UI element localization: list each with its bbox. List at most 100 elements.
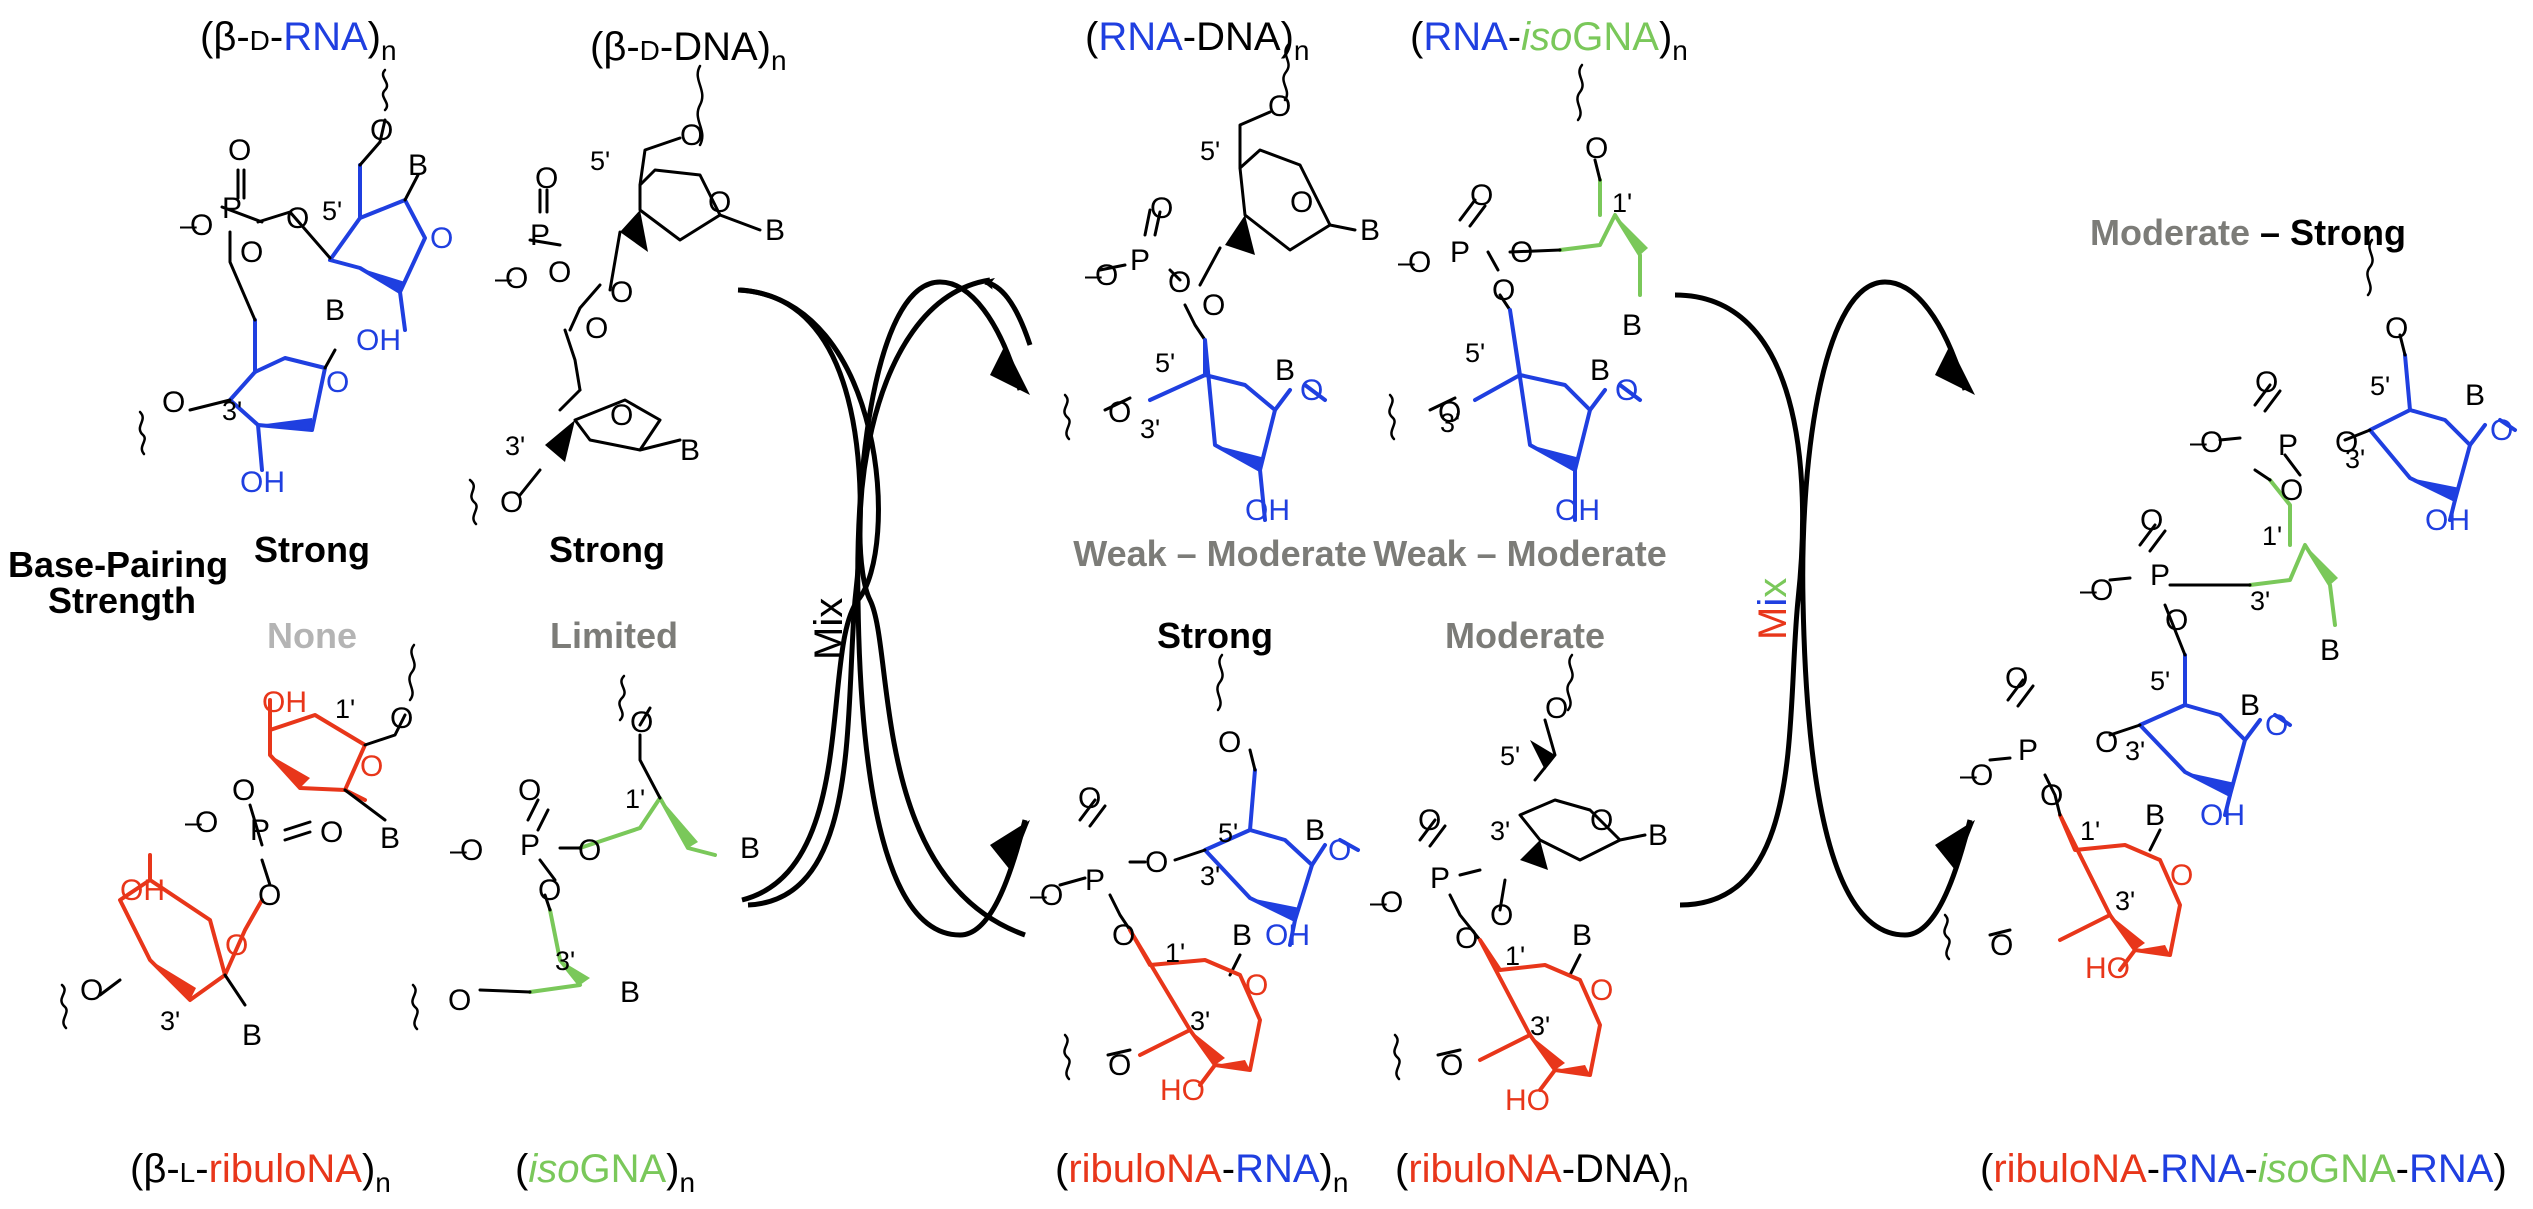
svg-text:OH: OH (1245, 494, 1290, 527)
svg-text:P: P (1430, 862, 1450, 895)
mix-arrow-left-paths (737, 279, 1028, 938)
svg-text:–: – (1960, 759, 1977, 792)
svg-text:O: O (1150, 192, 1173, 225)
svg-text:O: O (2095, 726, 2118, 759)
mix-label-left: Mix (807, 598, 851, 660)
svg-text:O: O (1202, 289, 1225, 322)
mix-left-arrowhead-top (990, 345, 1030, 395)
svg-text:O: O (1590, 974, 1613, 1007)
svg-text:B: B (1275, 354, 1295, 387)
svg-text:O: O (680, 119, 703, 152)
row-label-line1: Base-Pairing (8, 544, 228, 585)
row-label-line2: Strength (48, 580, 196, 621)
svg-text:–: – (450, 834, 467, 867)
svg-text:O: O (1510, 236, 1533, 269)
svg-text:1': 1' (2080, 816, 2100, 846)
svg-text:1': 1' (335, 694, 355, 724)
svg-text:OH: OH (2200, 799, 2245, 832)
svg-text:P: P (520, 829, 540, 862)
svg-text:–: – (2080, 574, 2097, 607)
title-rna-dna: (RNA-DNA)n (1085, 15, 1309, 66)
svg-text:–: – (1370, 886, 1387, 919)
svg-text:B: B (1305, 814, 1325, 847)
strength-rna: Strong (254, 529, 370, 570)
svg-text:O: O (225, 929, 248, 962)
svg-text:O: O (1490, 899, 1513, 932)
title-tetra-chimera: (ribuloNA-RNA-isoGNA-RNA) (1980, 1147, 2507, 1191)
svg-text:OH: OH (356, 324, 401, 357)
svg-text:O: O (1455, 922, 1478, 955)
mix-right-arrowhead-top (1935, 345, 1975, 395)
structure-rna-dna: O P – O O O O O B O B 5' 5' 3' O OH (1063, 43, 1380, 527)
strength-ribulona-rna: Strong (1157, 615, 1273, 656)
svg-text:O: O (1470, 179, 1493, 212)
mix-right-arrowhead-bottom (1935, 820, 1975, 870)
svg-text:O: O (505, 262, 528, 295)
svg-text:B: B (680, 434, 700, 467)
svg-text:B: B (2145, 799, 2165, 832)
structure-rna-isogna: O P – O O O O B O B 1' 5' 3' O OH (1388, 63, 1648, 527)
svg-text:O: O (1990, 929, 2013, 962)
strength-isogna: Limited (550, 615, 678, 656)
structure-ribulona-rna: O O P O – O O B B O 5' 3' 1' 3' O OH O H… (1030, 653, 1360, 1107)
svg-text:O: O (360, 750, 383, 783)
svg-text:P: P (2278, 429, 2298, 462)
svg-text:O: O (286, 202, 309, 235)
svg-text:O: O (518, 774, 541, 807)
svg-text:O: O (610, 399, 633, 432)
svg-text:O: O (195, 806, 218, 839)
svg-text:O: O (1492, 274, 1515, 307)
svg-text:B: B (325, 294, 345, 327)
svg-text:O: O (1408, 246, 1431, 279)
svg-text:O: O (1108, 1049, 1131, 1082)
svg-text:3': 3' (222, 396, 242, 426)
svg-text:B: B (740, 832, 760, 865)
svg-text:O: O (1290, 186, 1313, 219)
structure-dna-dimer: P O – O O O O O O B O B O 5' 3' (468, 64, 785, 526)
svg-text:B: B (1572, 919, 1592, 952)
svg-text:B: B (408, 149, 428, 182)
svg-text:–: – (1398, 246, 1415, 279)
svg-text:OH: OH (240, 466, 285, 499)
svg-text:O: O (2200, 426, 2223, 459)
svg-text:O: O (460, 834, 483, 867)
svg-text:P: P (2150, 559, 2170, 592)
svg-text:O: O (2090, 574, 2113, 607)
svg-text:O: O (1328, 834, 1351, 867)
structure-rna-dimer: P O – O O O O B B O 3' 5' O OH O OH (138, 68, 453, 499)
svg-text:O: O (1545, 692, 1568, 725)
svg-text:3': 3' (1200, 861, 1220, 891)
svg-text:–: – (2190, 426, 2207, 459)
svg-text:O: O (1218, 726, 1241, 759)
svg-text:O: O (370, 114, 393, 147)
svg-text:3': 3' (505, 431, 525, 461)
svg-text:B: B (620, 976, 640, 1009)
svg-text:O: O (630, 706, 653, 739)
svg-text:OH: OH (120, 874, 165, 907)
mix-arrow-right-paths (1674, 279, 1973, 938)
svg-text:O: O (708, 186, 731, 219)
svg-text:O: O (162, 386, 185, 419)
svg-text:O: O (1590, 804, 1613, 837)
svg-text:O: O (2005, 662, 2028, 695)
svg-text:O: O (190, 209, 213, 242)
title-ribulona: (β-L-ribuloNA)n (130, 1147, 391, 1198)
svg-text:3': 3' (1440, 408, 1460, 438)
svg-text:O: O (232, 774, 255, 807)
svg-text:O: O (390, 702, 413, 735)
svg-text:3': 3' (555, 946, 575, 976)
title-rna-isogna: (RNA-isoGNA)n (1410, 15, 1688, 66)
svg-text:B: B (765, 214, 785, 247)
svg-text:OH: OH (1265, 919, 1310, 952)
svg-text:5': 5' (1500, 741, 1520, 771)
svg-text:B: B (380, 822, 400, 855)
svg-text:5': 5' (2150, 666, 2170, 696)
svg-text:O: O (1585, 132, 1608, 165)
svg-text:3': 3' (160, 1006, 180, 1036)
svg-text:O: O (578, 834, 601, 867)
svg-text:OH: OH (2425, 504, 2470, 537)
svg-text:O: O (610, 276, 633, 309)
svg-text:5': 5' (590, 146, 610, 176)
svg-text:O: O (326, 366, 349, 399)
svg-text:3': 3' (1530, 1011, 1550, 1041)
